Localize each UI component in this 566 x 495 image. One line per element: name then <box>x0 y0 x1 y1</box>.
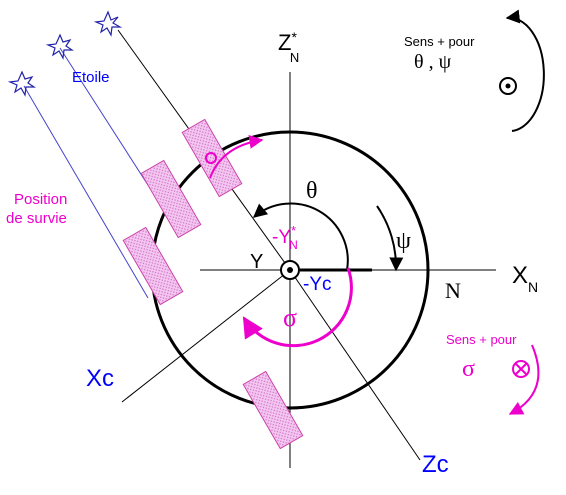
star-label: Etoile <box>72 69 110 86</box>
sense-bottom-line1: Sens + pour <box>446 332 517 347</box>
sense-top-line2: θ , ψ <box>414 51 452 73</box>
xc-axis-label: Xc <box>86 365 114 392</box>
zn-axis-sub: N <box>290 50 299 65</box>
solar-panel-survival <box>122 226 184 306</box>
zc-axis-label: Zc <box>422 451 449 478</box>
sense-top-line1: Sens + pour <box>404 34 475 49</box>
minus-yn-letter: -Y <box>272 227 291 248</box>
star-icon <box>45 33 74 60</box>
minus-yn-sup: * <box>291 223 296 238</box>
n-label: N <box>445 278 461 303</box>
xn-axis-label: XN <box>512 262 538 295</box>
dot-in-circle-icon <box>499 77 517 95</box>
survival-position-label-line2: de survie <box>6 210 67 227</box>
zn-axis-letter: Z <box>278 30 291 55</box>
star-icon <box>7 70 36 97</box>
zn-axis-sup: * <box>291 29 297 45</box>
solar-panel-upper-right <box>181 118 243 198</box>
minus-yc-label: -Yc <box>303 274 332 295</box>
survival-position-label-line1: Position <box>14 191 67 208</box>
solar-panel-upper-left <box>140 159 202 239</box>
zc-axis-line <box>289 269 421 461</box>
star-icon <box>93 10 123 37</box>
xn-axis-sub: N <box>528 279 538 295</box>
psi-label: ψ <box>396 228 411 254</box>
dot-in-circle-icon <box>280 260 300 280</box>
minus-yn-star-label: -Y*N <box>272 223 298 252</box>
top-rotation-arrow <box>209 134 264 179</box>
y-label: Y <box>250 251 263 273</box>
solar-panel-lower <box>242 370 304 450</box>
sense-top-arrow <box>505 9 545 132</box>
xn-axis-letter: X <box>512 262 528 289</box>
sigma-arc <box>242 267 353 348</box>
xc-axis-line <box>121 269 291 403</box>
sense-bottom-arrow <box>508 344 540 415</box>
theta-label: θ <box>306 178 318 204</box>
psi-arc <box>376 205 404 272</box>
sense-bottom-sigma: σ <box>462 356 475 382</box>
star-line-2 <box>23 85 149 299</box>
sensor-marker <box>205 152 217 164</box>
zn-axis-label: Z* N <box>278 29 299 65</box>
cross-in-circle-icon <box>512 360 530 378</box>
minus-yn-sub: N <box>289 238 298 252</box>
theta-arc <box>252 202 349 271</box>
sigma-label: σ <box>283 303 297 332</box>
